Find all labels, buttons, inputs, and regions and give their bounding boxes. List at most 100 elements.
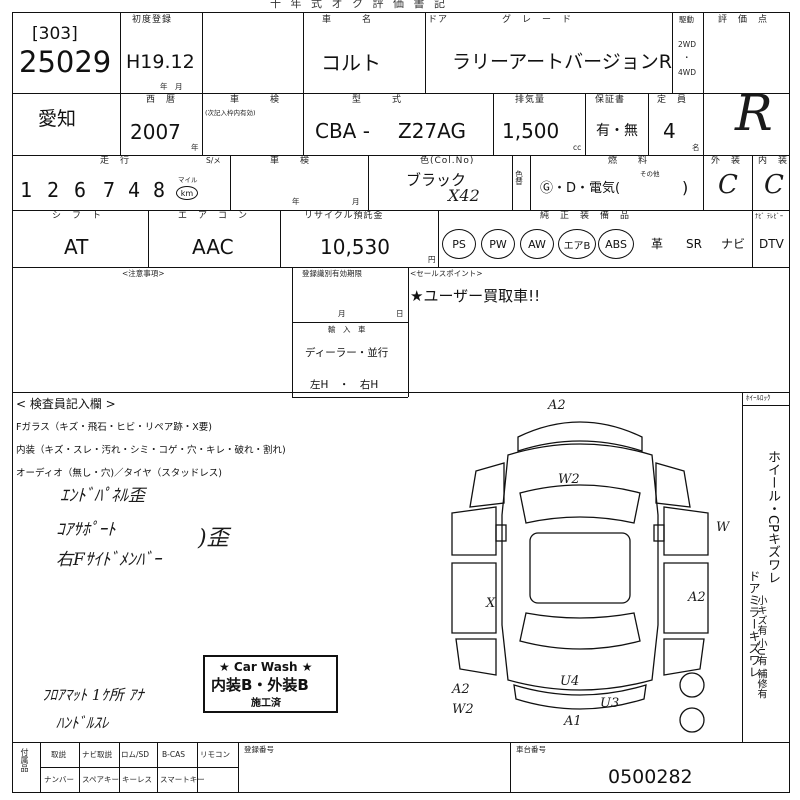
equip-navi: ナビ xyxy=(721,237,746,251)
exterior-label: 外 装 xyxy=(711,156,742,166)
damage-mark: W1 xyxy=(716,520,730,535)
acc-rom-sd: ロム/SD xyxy=(121,750,150,759)
inspector-line-1: Fガラス（キズ・飛石・ヒビ・リペア跡・X要) xyxy=(16,422,212,433)
equipment-label: 純 正 装 備 品 xyxy=(540,211,631,221)
acc-manual: 取説 xyxy=(51,750,66,759)
drive-sep: ・ xyxy=(683,53,691,62)
mileage-digit-6: 8 xyxy=(153,178,166,202)
color-value: ブラック xyxy=(406,171,467,189)
damage-mark: U3 xyxy=(600,696,619,711)
chassis-value: 0500282 xyxy=(608,766,693,788)
registration-month: 月 xyxy=(338,309,346,318)
color-label: 色(Col.No) xyxy=(420,156,475,166)
model-value: Z27AG xyxy=(398,119,466,143)
hand-note-3: 右Fｻｲﾄﾞﾒﾝﾊﾞｰ xyxy=(56,550,162,570)
drive-4wd: 4WD xyxy=(678,68,696,77)
recycle-label: リサイクル預託金 xyxy=(304,211,384,221)
door-label: ドア xyxy=(428,15,449,25)
side-column-text-3: 小キズ有 小U有 補修有 xyxy=(755,595,766,699)
drive-2wd: 2WD xyxy=(678,40,696,49)
notes-label: <注意事項> xyxy=(122,269,165,278)
car-diagram: A2 W2 W2 W1 X A2 U4 A2 W2 A1 U3 xyxy=(451,398,730,733)
auction-code: [303] xyxy=(32,24,78,44)
acc-navi-manual: ナビ取説 xyxy=(82,750,112,759)
car-wash-result: 内装B・外装B xyxy=(211,676,309,694)
damage-mark: A2 xyxy=(687,590,706,605)
registration-day: 日 xyxy=(396,309,404,318)
ownership-label: 保証書 xyxy=(595,95,626,105)
hand-note-4: )歪 xyxy=(198,526,229,551)
mileage-label: 走 行 xyxy=(100,156,131,166)
equip-abs: ABS xyxy=(598,229,634,259)
side-column-text-1: ホイール・CPキズワレ xyxy=(765,450,780,584)
hand-note-1: ｴﾝﾄﾞﾊﾟﾈﾙ歪 xyxy=(60,486,145,506)
year-ad-value: 2007 xyxy=(130,120,181,144)
registration-label: 登録識別有効期限 xyxy=(302,269,362,278)
car-wash-done: 施工済 xyxy=(251,698,281,709)
year-ad-unit: 年 xyxy=(191,143,199,152)
interior-label: 内 装 xyxy=(758,156,789,166)
displacement-value: 1,500 xyxy=(502,119,560,143)
acc-bcas: B-CAS xyxy=(162,750,185,759)
color-note: X42 xyxy=(448,186,480,205)
damage-mark: W2 xyxy=(558,472,580,487)
import-label: 輸 入 車 xyxy=(328,325,366,334)
import-value: ディーラー・並行 xyxy=(305,347,389,359)
km-label: km xyxy=(180,188,194,198)
shaken-date-label: 車 検 xyxy=(270,156,311,166)
recycle-unit: 円 xyxy=(428,255,436,264)
aircon-value: AAC xyxy=(192,235,234,259)
equip-leather: 革 xyxy=(651,237,664,251)
equip-pw: PW xyxy=(481,229,515,259)
shift-label: シ フ ト xyxy=(52,211,103,221)
damage-mark: W2 xyxy=(452,702,474,717)
fuel-other: その他 xyxy=(640,170,660,178)
shaken-sub: (次記入枠内有効) xyxy=(205,109,256,117)
accessories-label: 付属品 xyxy=(20,748,29,772)
shaken-label: 車 検 xyxy=(230,95,281,105)
displacement-label: 排気量 xyxy=(515,95,546,105)
color-change-label: 色替 xyxy=(514,170,524,185)
year-ad-label: 西 暦 xyxy=(146,95,177,105)
car-wash-title: ★ Car Wash ★ xyxy=(219,660,313,674)
acc-spare-key: スペアキー xyxy=(82,775,119,784)
score-value: R xyxy=(735,84,773,142)
first-reg-month-label: 年 月 xyxy=(160,82,183,91)
region-value: 愛知 xyxy=(38,108,77,130)
damage-mark: A2 xyxy=(547,398,566,413)
hand-note-2: ｺｱｻﾎﾟｰﾄ xyxy=(56,520,116,540)
score-label: 評 価 点 xyxy=(718,15,769,25)
grade-label: グ レ ー ド xyxy=(502,15,573,25)
fuel-label: 燃 料 xyxy=(608,156,649,166)
sales-point-value: ★ユーザー買取車!! xyxy=(410,287,541,305)
damage-mark: A1 xyxy=(563,714,582,729)
damage-mark: A2 xyxy=(451,682,470,697)
shift-value: AT xyxy=(64,235,89,259)
car-name-value: コルト xyxy=(321,51,381,75)
side-column-tag: ﾎｲｰﾙﾛｯｸ xyxy=(746,394,771,402)
hand-note-5: ﾌﾛｱﾏｯﾄ 1ｹ所 ｱﾅ xyxy=(42,686,144,704)
mile-label: マイル xyxy=(178,176,198,184)
navi-tv-label: ﾅﾋﾞ ﾃﾚﾋﾞｰ xyxy=(755,212,784,220)
capacity-value: 4 xyxy=(663,119,676,143)
car-wash-stamp: ★ Car Wash ★ 内装B・外装B 施工済 xyxy=(203,655,338,713)
first-reg-label: 初度登録 xyxy=(132,15,173,25)
damage-mark: U4 xyxy=(560,674,579,689)
mileage-digit-5: 4 xyxy=(128,178,141,202)
grade-value: ラリーアートバージョンR xyxy=(452,51,672,73)
ownership-value: 有・無 xyxy=(596,123,638,139)
equip-aw: AW xyxy=(520,229,554,259)
header-strip: 十 年 式 オ ク 評 価 書 記 xyxy=(270,0,448,10)
model-prefix: CBA - xyxy=(315,119,370,143)
equip-airbag: エアB xyxy=(558,229,596,259)
km-circle: km xyxy=(176,186,198,200)
reg-number-label: 登録番号 xyxy=(244,745,274,754)
shaken-date-month: 月 xyxy=(352,197,360,206)
side-column-text-2: ドアミラーキズワレ xyxy=(747,570,761,678)
capacity-unit: 名 xyxy=(692,143,700,152)
displacement-unit: cc xyxy=(573,143,582,152)
lot-number: 25029 xyxy=(19,45,112,79)
acc-keyless: キーレス xyxy=(122,775,152,784)
fuel-paren-close: ) xyxy=(682,178,689,197)
